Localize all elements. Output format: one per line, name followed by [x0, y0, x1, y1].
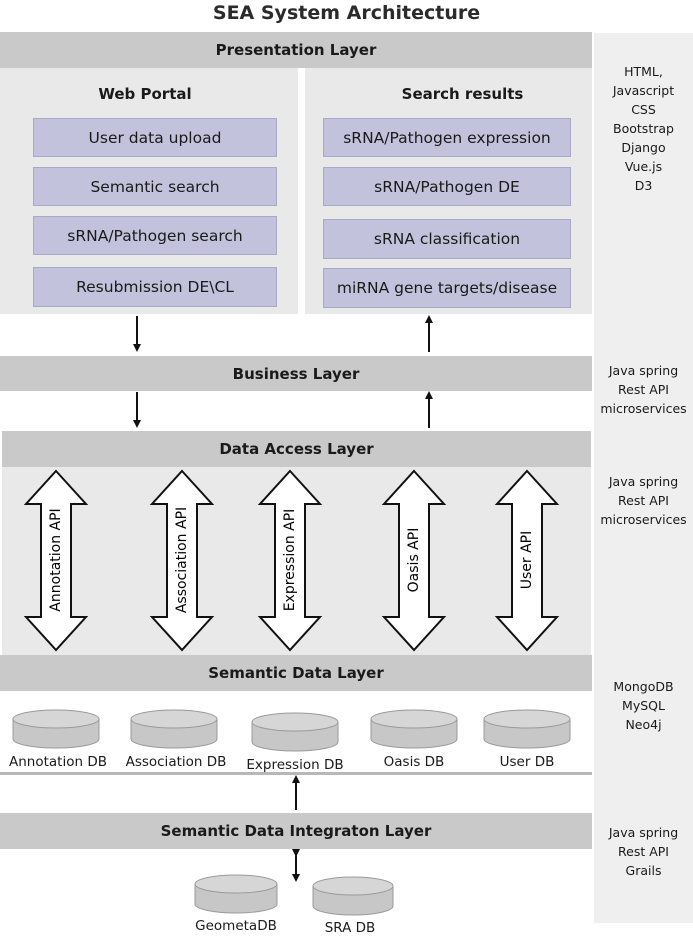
tech-semantic-data: MongoDB MySQL Neo4j	[594, 677, 693, 734]
search-results-item: sRNA/Pathogen DE	[323, 167, 571, 206]
separator-line	[0, 772, 592, 775]
db-cylinder-user	[483, 709, 571, 749]
web-portal-item: User data upload	[33, 118, 277, 157]
search-results-item: sRNA/Pathogen expression	[323, 118, 571, 157]
tech-item: Vue.js	[624, 159, 663, 174]
tech-item: Javascript	[612, 83, 675, 98]
tech-integration: Java spring Rest API Grails	[594, 823, 693, 880]
web-portal-title: Web Portal	[98, 85, 192, 103]
api-label: Annotation API	[48, 508, 64, 611]
tech-presentation: HTML, Javascript CSS Bootstrap Django Vu…	[594, 62, 693, 195]
tech-business: Java spring Rest API microservices	[594, 361, 693, 418]
tech-item: Django	[621, 140, 666, 155]
db-label: GeometaDB	[195, 918, 277, 934]
technology-column	[594, 33, 693, 923]
db-label: Annotation DB	[9, 754, 107, 770]
semantic-data-layer-band: Semantic Data Layer	[0, 655, 592, 691]
api-arrow-association: Association API	[149, 469, 215, 652]
tech-item: MongoDB	[613, 679, 674, 694]
db-cylinder-association	[130, 709, 218, 749]
diagram-title: SEA System Architecture	[212, 2, 481, 24]
presentation-layer-band: Presentation Layer	[0, 32, 592, 68]
web-portal-item: sRNA/Pathogen search	[33, 216, 277, 255]
db-cylinder-oasis	[370, 709, 458, 749]
tech-item: Bootstrap	[613, 121, 674, 136]
tech-item: microservices	[600, 401, 687, 416]
api-arrow-annotation: Annotation API	[23, 469, 89, 652]
tech-item: CSS	[631, 102, 656, 117]
tech-item: D3	[634, 178, 653, 193]
web-portal-item: Semantic search	[33, 167, 277, 206]
tech-item: Java spring	[608, 825, 679, 840]
db-cylinder-sradb	[312, 876, 394, 916]
tech-item: Rest API	[618, 493, 669, 508]
business-layer-band: Business Layer	[0, 356, 592, 391]
web-portal-item: Resubmission DE\CL	[33, 267, 277, 307]
db-cylinder-annotation	[12, 709, 100, 749]
api-label: User API	[519, 531, 535, 590]
tech-item: HTML,	[624, 64, 663, 79]
tech-data-access: Java spring Rest API microservices	[594, 472, 693, 529]
api-arrow-user: User API	[494, 469, 560, 652]
db-label: User DB	[499, 754, 555, 770]
db-cylinder-geometadb	[194, 874, 278, 914]
db-cylinder-expression	[251, 712, 339, 752]
tech-item: MySQL	[622, 698, 665, 713]
tech-item: microservices	[600, 512, 687, 527]
search-results-title: Search results	[401, 85, 524, 103]
api-label: Association API	[174, 507, 190, 613]
db-label: Expression DB	[246, 757, 344, 773]
tech-item: Rest API	[618, 844, 669, 859]
api-arrow-oasis: Oasis API	[381, 469, 447, 652]
search-results-item: sRNA classification	[323, 219, 571, 259]
integration-layer-band: Semantic Data Integraton Layer	[0, 813, 592, 849]
tech-item: Rest API	[618, 382, 669, 397]
tech-item: Grails	[625, 863, 662, 878]
db-label: SRA DB	[324, 920, 376, 936]
db-label: Oasis DB	[383, 754, 445, 770]
tech-item: Java spring	[608, 474, 679, 489]
api-arrow-expression: Expression API	[257, 469, 323, 652]
tech-item: Neo4j	[625, 717, 662, 732]
tech-item: Java spring	[608, 363, 679, 378]
search-results-item: miRNA gene targets/disease	[323, 268, 571, 308]
db-label: Association DB	[125, 754, 227, 770]
api-label: Expression API	[282, 509, 298, 612]
data-access-layer-band: Data Access Layer	[2, 431, 591, 467]
api-label: Oasis API	[406, 528, 422, 593]
